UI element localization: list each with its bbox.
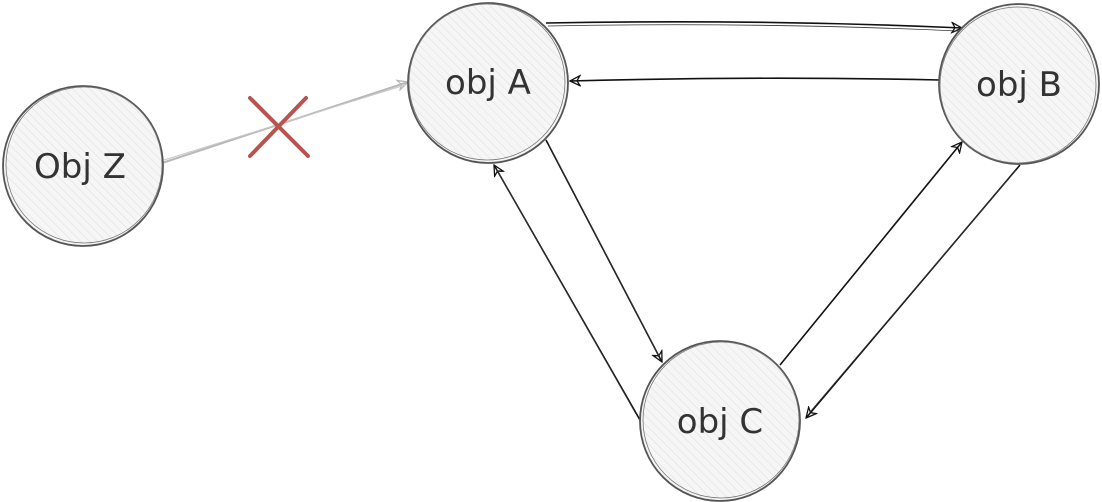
edge-a-to-c-sketch bbox=[548, 144, 660, 357]
node-obj-b: obj B bbox=[938, 3, 1100, 165]
node-label-obj-b: obj B bbox=[976, 65, 1062, 105]
node-obj-a: obj A bbox=[407, 2, 569, 164]
edge-c-to-a-sketch bbox=[496, 169, 637, 415]
blocked-cross-icon bbox=[248, 96, 310, 158]
edge-c-to-b bbox=[779, 142, 962, 366]
edge-a-to-b-sketch bbox=[547, 24, 959, 32]
node-obj-c: obj C bbox=[639, 340, 801, 502]
node-obj-z: Obj Z bbox=[2, 85, 164, 247]
edge-b-to-a bbox=[570, 78, 941, 81]
edge-b-to-c-sketch bbox=[809, 169, 1017, 413]
node-label-obj-a: obj A bbox=[445, 63, 531, 103]
node-label-obj-c: obj C bbox=[677, 402, 763, 442]
edges bbox=[161, 20, 1021, 421]
node-label-obj-z: Obj Z bbox=[34, 147, 126, 187]
edge-a-to-b bbox=[545, 20, 962, 28]
